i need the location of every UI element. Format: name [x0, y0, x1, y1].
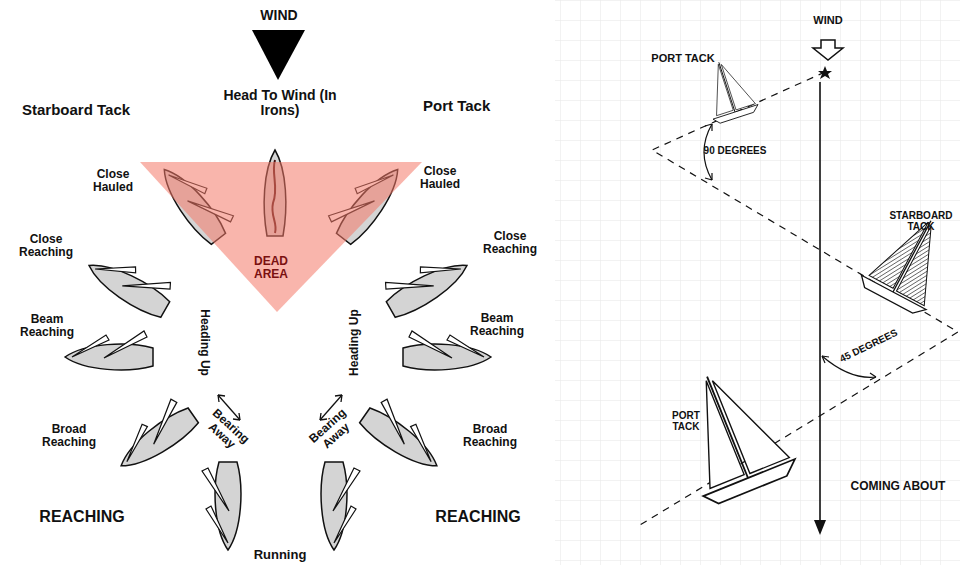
point-label: Broad Reaching [454, 423, 526, 449]
region-label: DEAD AREA [241, 255, 301, 281]
group-label: REACHING [435, 508, 520, 526]
point-label: Close Hauled [83, 168, 143, 194]
point-label: Close Reaching [474, 230, 546, 256]
point-label: Beam Reaching [461, 312, 533, 338]
group-label: REACHING [39, 508, 124, 526]
angle-label: 90 DEGREES [704, 145, 767, 156]
maneuver-label: COMING ABOUT [851, 480, 946, 493]
tack-label: Port Tack [423, 98, 490, 115]
point-label: Close Hauled [410, 165, 470, 191]
direction-label: Bearing Away [307, 407, 357, 456]
tack-label: PORT TACK [666, 410, 706, 432]
point-label: Head To Wind (In Irons) [210, 88, 350, 119]
point-label: Running [254, 548, 307, 562]
wind-label: WIND [813, 14, 842, 26]
point-label: Beam Reaching [11, 313, 83, 339]
tack-label: Starboard Tack [22, 102, 130, 119]
point-label: Close Reaching [11, 233, 81, 259]
direction-label: Bearing Away [201, 407, 251, 456]
direction-label: Heading Up [197, 309, 210, 376]
point-label: Broad Reaching [33, 423, 105, 449]
direction-label: Heading Up [347, 309, 360, 376]
dead-area-triangle [140, 162, 422, 312]
tack-label: PORT TACK [651, 52, 714, 64]
tack-label: STARBOARD TACK [886, 210, 956, 232]
dead-area-region: DEAD AREA [140, 162, 422, 312]
wind-label: WIND [260, 8, 297, 23]
